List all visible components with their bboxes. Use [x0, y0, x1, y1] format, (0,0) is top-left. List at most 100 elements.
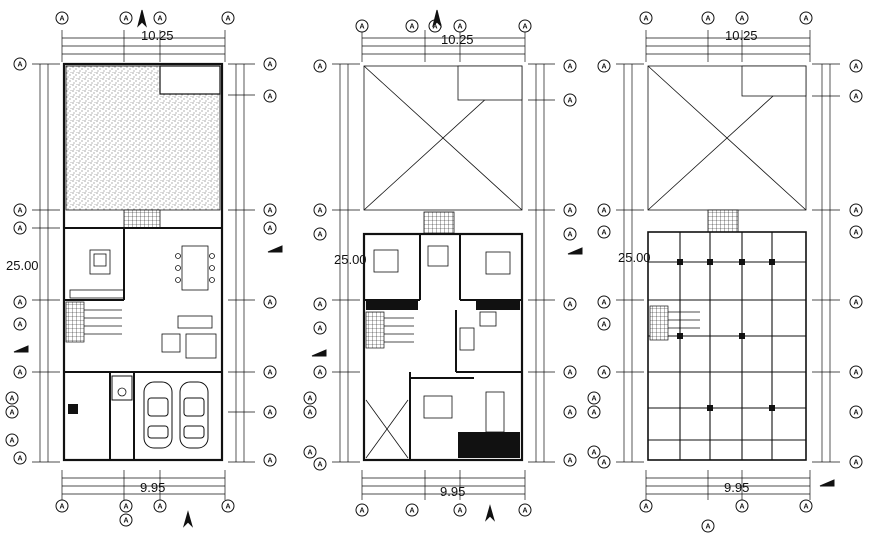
- bottom-dimension-lines: [361, 470, 526, 500]
- grid-bubble: A: [799, 11, 813, 25]
- grid-bubble: A: [313, 297, 327, 311]
- grid-bubble: A: [119, 11, 133, 25]
- grid-bubble-label: A: [591, 396, 596, 403]
- grid-bubble-label: A: [567, 302, 572, 309]
- grid-bubble-circle: [313, 321, 327, 335]
- grid-bubble-circle: [263, 295, 277, 309]
- grid-bubble-label: A: [123, 16, 128, 23]
- void-area: [647, 65, 807, 211]
- top-dimension-lines: [361, 30, 526, 62]
- dining-table: [181, 245, 209, 291]
- grid-bubble: A: [735, 499, 749, 513]
- grid-bubble: A: [405, 19, 419, 33]
- grid-bubble-circle: [221, 11, 235, 25]
- grid-bubble-label: A: [567, 98, 572, 105]
- grid-bubble-label: A: [601, 230, 606, 237]
- bottom-dimension-lines: [645, 470, 811, 500]
- grid-bubble-label: A: [123, 518, 128, 525]
- grid-bubble-circle: [735, 499, 749, 513]
- grid-bubbles: A A A A A A A A A A A A A A A A A A A A A A A A A A A A A A A A A A A A A A A A…: [5, 11, 863, 533]
- grid-bubble: A: [518, 503, 532, 517]
- grid-bubble-circle: [587, 391, 601, 405]
- grid-bubble: A: [849, 59, 863, 73]
- grid-bubble-label: A: [601, 64, 606, 71]
- grid-bubble-label: A: [317, 302, 322, 309]
- grid-bubble-label: A: [317, 326, 322, 333]
- grid-bubble: A: [735, 11, 749, 25]
- grid-bubble: A: [153, 499, 167, 513]
- grid-bubble-circle: [563, 365, 577, 379]
- grid-bubble-label: A: [317, 208, 322, 215]
- grid-bubble: A: [13, 221, 27, 235]
- outer-wall: [647, 231, 807, 461]
- grid-bubble-circle: [303, 445, 317, 459]
- grid-bubble-label: A: [601, 370, 606, 377]
- ground-floor-plan: 10.25 25.00: [6, 28, 255, 500]
- grid-bubble-circle: [849, 203, 863, 217]
- grid-bubble: A: [849, 225, 863, 239]
- grid-bubble-label: A: [267, 62, 272, 69]
- slab-band: [476, 300, 520, 310]
- left-dimension-lines: [32, 63, 60, 463]
- grid-bubble: A: [849, 295, 863, 309]
- grid-bubble-circle: [263, 203, 277, 217]
- right-dimension-lines: [228, 63, 255, 463]
- grid-bubble-circle: [13, 317, 27, 331]
- grid-bubble: A: [313, 227, 327, 241]
- grid-bubble-label: A: [853, 64, 858, 71]
- grid-bubble-label: A: [803, 16, 808, 23]
- grid-bubble: A: [563, 203, 577, 217]
- grid-bubble-circle: [849, 59, 863, 73]
- grid-bubble: A: [701, 519, 715, 533]
- grid-bubble: A: [119, 513, 133, 527]
- grid-bubble: A: [263, 57, 277, 71]
- grid-bubble: A: [563, 93, 577, 107]
- grid-bubble: A: [303, 391, 317, 405]
- grid-bubble: A: [405, 503, 419, 517]
- grid-bubble: A: [119, 499, 133, 513]
- grid-bubble-circle: [563, 297, 577, 311]
- grid-bubble-label: A: [9, 396, 14, 403]
- grid-bubble-label: A: [739, 16, 744, 23]
- grid-bubble-label: A: [643, 504, 648, 511]
- grid-bubble-label: A: [705, 16, 710, 23]
- grid-bubble-circle: [13, 221, 27, 235]
- grid-bubble-circle: [263, 453, 277, 467]
- grid-bubble-circle: [587, 445, 601, 459]
- bottom-dimension-label: 9.95: [724, 480, 749, 495]
- counter: [69, 289, 125, 299]
- grid-bubble-label: A: [601, 460, 606, 467]
- grid-bubble: A: [13, 57, 27, 71]
- grid-bubble: A: [263, 405, 277, 419]
- service-block: [458, 432, 520, 458]
- grid-bubble-label: A: [432, 24, 437, 31]
- grid-bubble-circle: [13, 57, 27, 71]
- grid-bubble-circle: [355, 19, 369, 33]
- grid-bubble: A: [597, 203, 611, 217]
- grid-bubble: A: [355, 503, 369, 517]
- grid-bubble-label: A: [567, 370, 572, 377]
- grid-bubble: A: [597, 225, 611, 239]
- grid-bubble-circle: [55, 11, 69, 25]
- grid-bubble-circle: [5, 405, 19, 419]
- bed: [423, 395, 453, 419]
- grid-bubble: A: [313, 457, 327, 471]
- grid-bubble: A: [563, 365, 577, 379]
- grid-bubble-circle: [119, 11, 133, 25]
- grid-bubble: A: [587, 445, 601, 459]
- grid-bubble: A: [263, 295, 277, 309]
- toilet-icon: [117, 387, 127, 397]
- outer-wall: [62, 62, 224, 462]
- grid-bubble-label: A: [59, 504, 64, 511]
- grid-bubble-circle: [355, 503, 369, 517]
- grid-bubble-circle: [587, 405, 601, 419]
- furniture: [69, 245, 217, 359]
- grid-bubble: A: [563, 453, 577, 467]
- grid-bubble-circle: [303, 405, 317, 419]
- grid-bubble-circle: [701, 11, 715, 25]
- grid-bubble: A: [639, 11, 653, 25]
- grid-bubble-label: A: [567, 64, 572, 71]
- grid-bubble: A: [563, 297, 577, 311]
